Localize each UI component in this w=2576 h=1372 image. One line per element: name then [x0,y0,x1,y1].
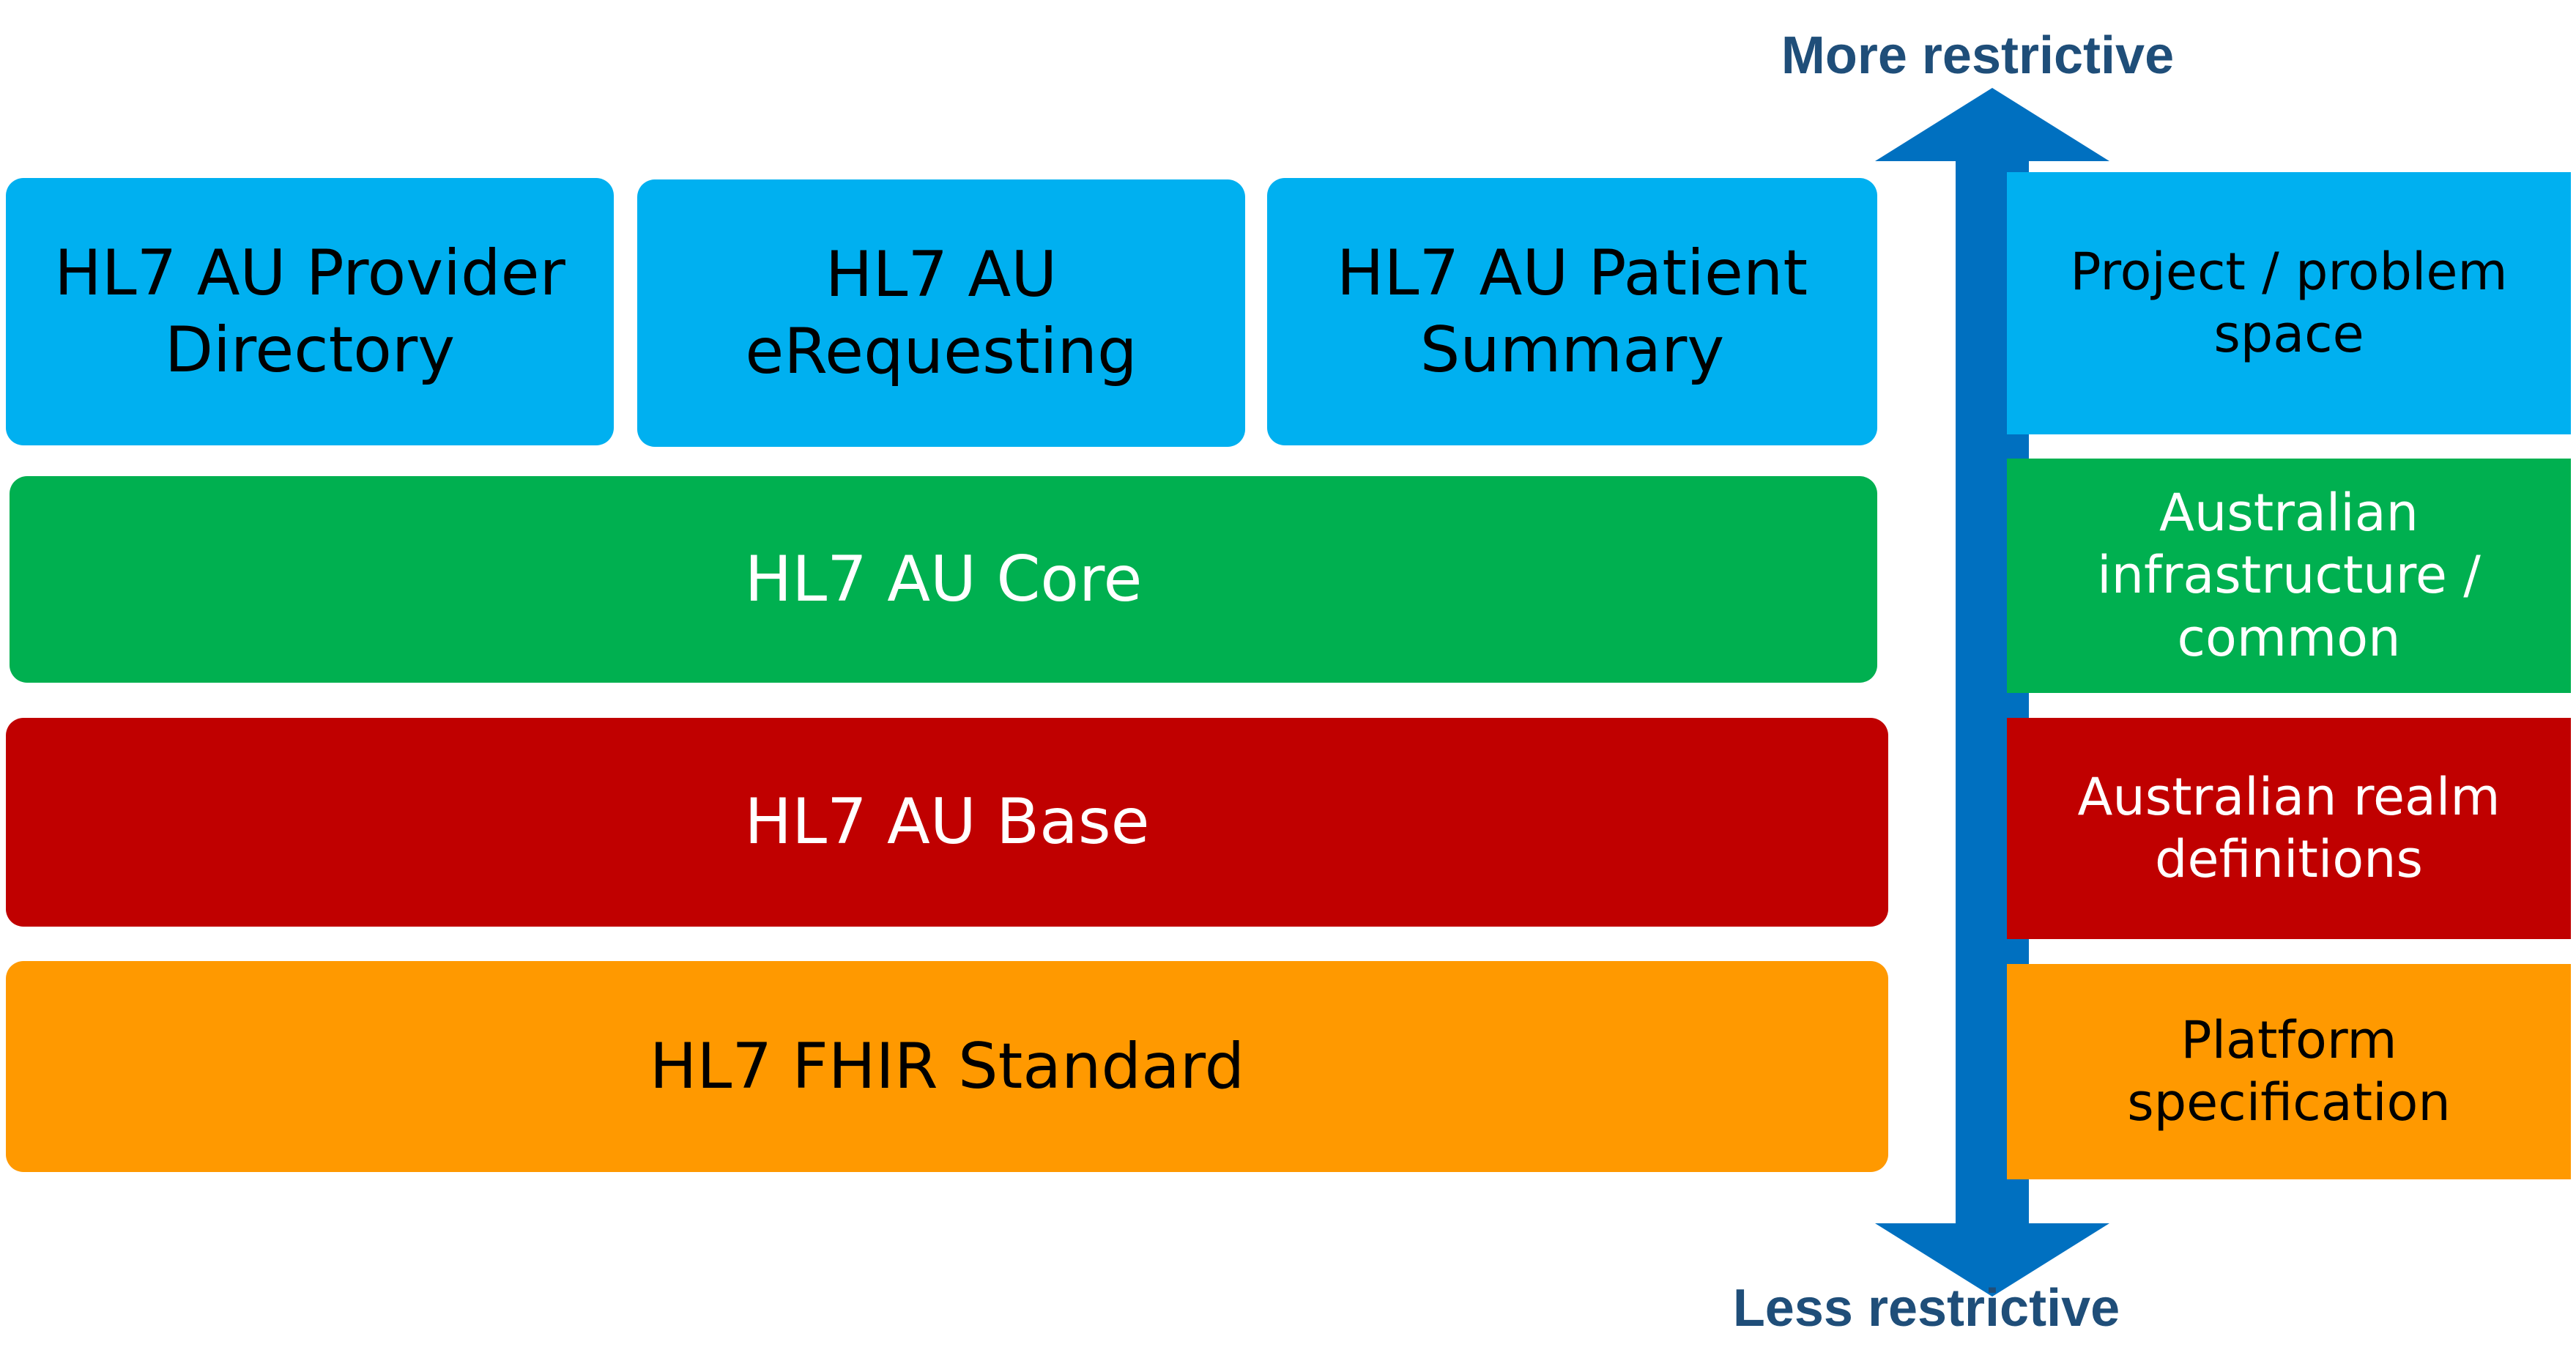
fhir-standard-bar: HL7 FHIR Standard [6,961,1888,1172]
patient-summary-box: HL7 AU Patient Summary [1267,178,1877,445]
legend-platform-label: Platform specification [2127,1009,2451,1132]
au-core-label: HL7 AU Core [744,542,1143,616]
legend-project-label: Project / problem space [2070,241,2508,364]
legend-realm-label: Australian realm definitions [2077,766,2501,889]
patient-summary-label: HL7 AU Patient Summary [1336,236,1808,387]
double-arrow-shape [1875,88,2109,1297]
legend-realm: Australian realm definitions [2007,718,2571,939]
restrictiveness-double-arrow [1875,88,2109,1297]
erequesting-box: HL7 AU eRequesting [637,179,1245,447]
au-base-label: HL7 AU Base [744,785,1150,859]
legend-infrastructure: Australian infrastructure / common [2007,459,2571,693]
legend-infrastructure-label: Australian infrastructure / common [2097,482,2481,668]
more-restrictive-label: More restrictive [1781,26,2175,85]
au-core-bar: HL7 AU Core [10,476,1877,683]
legend-project: Project / problem space [2007,172,2571,434]
legend-platform: Platform specification [2007,964,2571,1179]
erequesting-label: HL7 AU eRequesting [745,237,1137,388]
provider-directory-label: HL7 AU Provider Directory [54,236,565,387]
fhir-standard-label: HL7 FHIR Standard [649,1029,1245,1103]
au-base-bar: HL7 AU Base [6,718,1888,927]
less-restrictive-label: Less restrictive [1732,1279,2120,1338]
provider-directory-box: HL7 AU Provider Directory [6,178,614,445]
